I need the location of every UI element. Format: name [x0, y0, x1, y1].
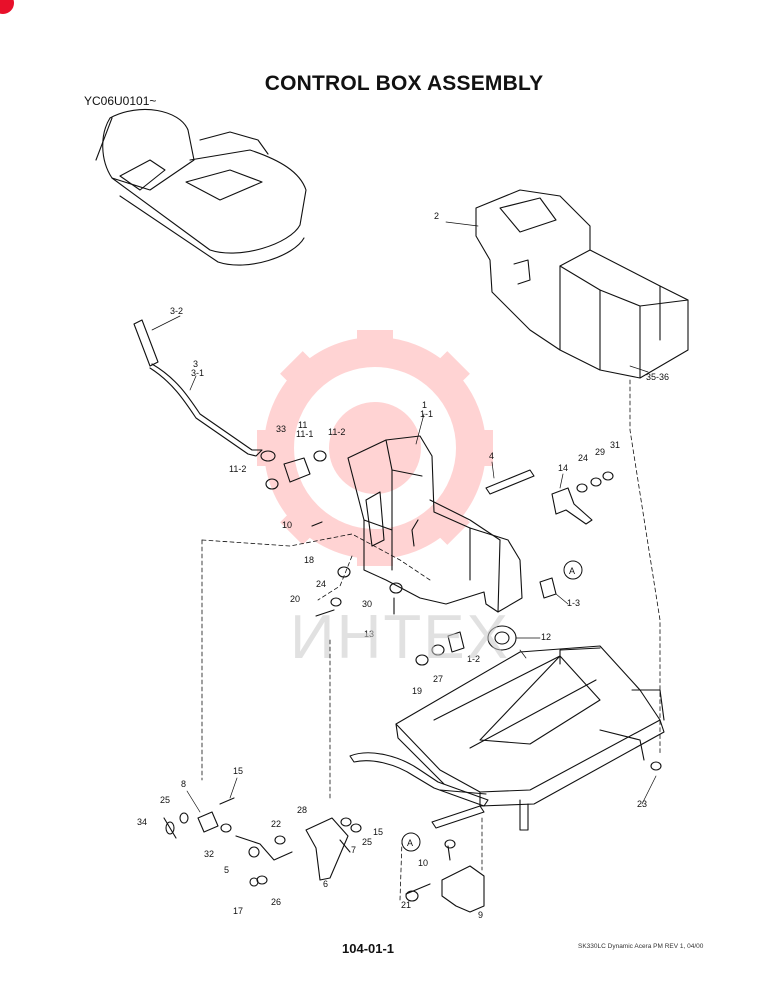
page-title: CONTROL BOX ASSEMBLY — [264, 72, 544, 95]
callout-27: 27 — [433, 674, 443, 684]
watermark-gear-logo — [257, 330, 493, 566]
page-number: 104-01-1 — [342, 941, 395, 956]
callout-35-36: 35-36 — [646, 372, 669, 382]
callout-1-2: 1-2 — [467, 654, 480, 664]
leader-lines — [151, 221, 657, 813]
callout-1-1: 1-1 — [420, 409, 433, 419]
callout-31: 31 — [610, 440, 620, 450]
callout-11-1: 11-1 — [296, 429, 313, 439]
serial-range: YC06U0101~ — [84, 94, 157, 108]
callout-1: 1 — [422, 400, 427, 410]
control-lever-drawing — [133, 319, 263, 457]
callout-3-1: 3-1 — [191, 368, 204, 378]
callout-20: 20 — [290, 594, 300, 604]
callout-2: 2 — [434, 211, 439, 221]
callout-30: 30 — [362, 599, 372, 609]
callout-a-lower: A — [407, 838, 413, 848]
callout-28: 28 — [297, 805, 307, 815]
callout-29: 29 — [595, 447, 605, 457]
reference-a-circle-lower — [401, 832, 421, 852]
callout-15-left: 15 — [233, 766, 243, 776]
callout-10-upper: 10 — [282, 520, 292, 530]
lower-small-parts — [163, 797, 485, 913]
callout-11-2-left: 11-2 — [229, 464, 246, 474]
callout-34: 34 — [137, 817, 147, 827]
callout-17: 17 — [233, 906, 243, 916]
linkage-rod-drawing — [349, 752, 489, 829]
callout-33: 33 — [276, 424, 286, 434]
operator-seat-drawing — [95, 109, 307, 266]
callout-3: 3 — [193, 359, 198, 369]
control-box-cover-drawing — [475, 189, 689, 379]
callout-32: 32 — [204, 849, 214, 859]
callout-11: 11 — [298, 420, 307, 430]
upper-small-parts — [260, 450, 614, 666]
callout-14: 14 — [558, 463, 568, 473]
callout-25-left: 25 — [160, 795, 170, 805]
callout-19: 19 — [412, 686, 422, 696]
callout-11-2-right: 11-2 — [328, 427, 345, 437]
control-box-bracket-drawing — [347, 435, 523, 613]
callout-a-upper: A — [569, 566, 575, 576]
corner-mark — [0, 0, 14, 14]
callout-8: 8 — [181, 779, 186, 789]
callout-12: 12 — [541, 632, 551, 642]
callout-25-right: 25 — [362, 837, 372, 847]
watermark-text: ИНТЕХ — [290, 603, 510, 672]
reference-lines — [201, 379, 661, 901]
callout-23: 23 — [637, 799, 647, 809]
callout-26: 26 — [271, 897, 281, 907]
callout-22: 22 — [271, 819, 281, 829]
callout-13: 13 — [364, 629, 374, 639]
callout-21: 21 — [401, 900, 411, 910]
reference-a-circle-upper — [563, 560, 583, 580]
base-frame-drawing — [395, 645, 665, 831]
callout-24-mid: 24 — [316, 579, 326, 589]
callout-5: 5 — [224, 865, 229, 875]
callout-6: 6 — [323, 879, 328, 889]
callout-24-upper: 24 — [578, 453, 588, 463]
callout-7: 7 — [351, 845, 356, 855]
part-callouts: 3-2 3 3-1 2 35-36 33 11 11-1 11-2 11-2 1… — [137, 211, 669, 920]
footer-reference: SK330LC Dynamic Acera PM REV 1, 04/00 — [578, 943, 704, 950]
callout-18: 18 — [304, 555, 314, 565]
callout-15-right: 15 — [373, 827, 383, 837]
callout-3-2: 3-2 — [170, 306, 183, 316]
callout-10-lower: 10 — [418, 858, 428, 868]
callout-4: 4 — [489, 451, 494, 461]
callout-1-3: 1-3 — [567, 598, 580, 608]
callout-9: 9 — [478, 910, 483, 920]
